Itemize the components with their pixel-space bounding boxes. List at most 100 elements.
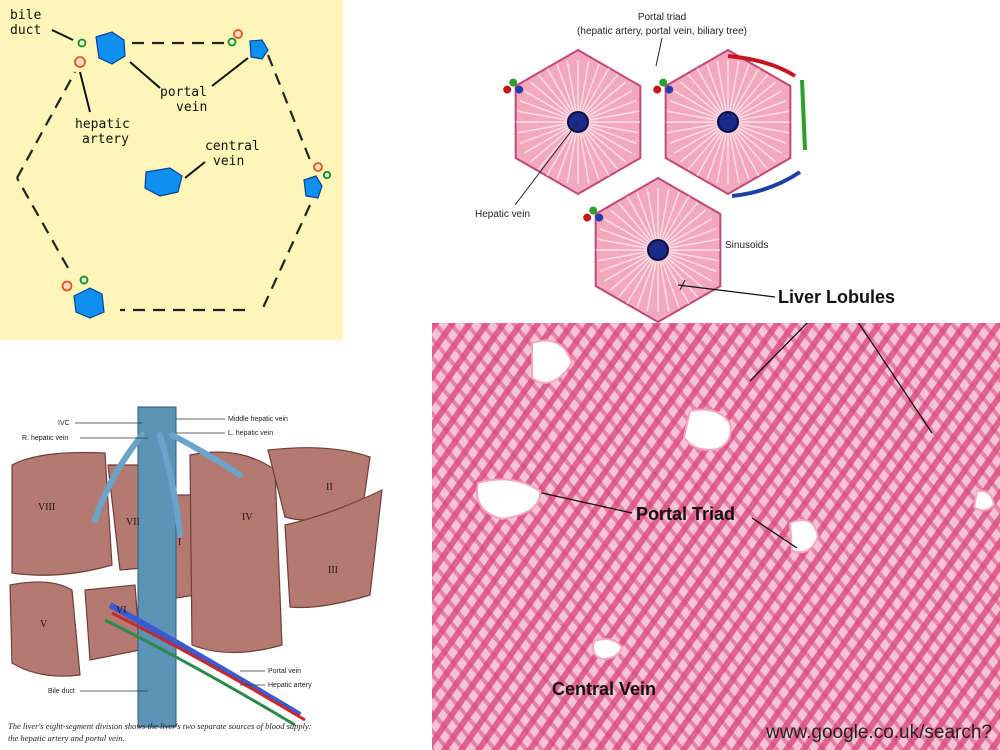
portal-triad-vessel [589, 206, 598, 215]
bile-duct-dot [227, 37, 237, 47]
figure-caption: the hepatic artery and portal vein. [8, 733, 125, 743]
portal-triad-vessel [509, 78, 518, 87]
segment-III [284, 488, 383, 609]
segment-VI-label: VI [116, 605, 127, 616]
portal-vein-blob [95, 31, 126, 65]
r-hepatic-vein-label: R. hepatic vein [22, 435, 68, 442]
portal-triad-pointer [655, 37, 663, 67]
segment-VIII-label: VIII [38, 502, 55, 513]
segment-VIII [11, 451, 113, 576]
portal-triad-arrow [751, 517, 798, 549]
central-vein-lumen [682, 408, 732, 451]
central-vein-label: central [205, 139, 260, 154]
portal-triad-vessel [595, 213, 604, 222]
portal-triad-space [476, 478, 542, 521]
central-vein-label: Central Vein [552, 679, 656, 699]
middle-hepatic-vein-label: Middle hepatic vein [228, 416, 288, 423]
source-url: www.google.co.uk/search? [765, 722, 992, 743]
hepatic-artery-dot [74, 56, 86, 68]
central-vein-lumen [592, 638, 624, 661]
schematic-lobule-diagram: bile duct hepatic artery portal vein cen… [10, 8, 332, 319]
liver-lobules-label: Liver Lobules [778, 287, 895, 307]
hexagonal-lobules-diagram: Portal triad (hepatic artery, portal vei… [475, 12, 807, 324]
middle-hepatic-vein-vessel [157, 432, 183, 538]
hepatic-artery-label: hepatic [75, 117, 130, 132]
central-vein-arrow [184, 161, 206, 179]
portal-triad-vessel [515, 85, 524, 94]
bile-duct-vessel [104, 618, 296, 727]
r-hepatic-vein-vessel [92, 432, 145, 523]
hepatic-artery-arrow [79, 71, 91, 113]
lobule-outline [16, 41, 314, 312]
hepatic-artery-label: Hepatic artery [268, 682, 312, 689]
ivc-label: IVC [58, 420, 70, 427]
portal-triad-vessel [665, 85, 674, 94]
portal-vein-blob [303, 175, 323, 199]
hepatic-artery-dot [233, 29, 243, 39]
hepatic-vein-label: Hepatic vein [475, 209, 530, 220]
portal-triad-label: Portal Triad [636, 504, 735, 524]
hepatic-artery-dot [313, 162, 323, 172]
bile-duct-label: bile [10, 8, 41, 23]
inferior-vena-cava [137, 406, 177, 728]
liver-lobules-arrow [749, 323, 809, 382]
sinusoids-label: Sinusoids [725, 240, 768, 251]
liver-segments-panel: VIII V VII VI I IV II III IVC R. hepatic… [0, 395, 415, 750]
hepatic-artery-dot [61, 280, 73, 292]
segment-IV-label: IV [242, 512, 253, 523]
segment-IV [189, 451, 283, 654]
bile-duct-dot [77, 38, 87, 48]
central-hepatic-vein [647, 239, 669, 261]
histology-micrograph: Portal Triad Central Vein [432, 323, 1000, 750]
bile-duct-label: Bile duct [48, 688, 75, 695]
bile-flow-vessel [800, 79, 807, 151]
portal-flow-vessel [731, 170, 802, 198]
liver-lobules-arrow [857, 323, 933, 434]
portal-triad-space [788, 519, 820, 554]
liver-segments-illustration: VIII V VII VI I IV II III IVC R. hepatic… [8, 406, 383, 743]
portal-vein-label: vein [176, 100, 207, 115]
central-vein-lumen [972, 489, 996, 512]
portal-vein-arrow [211, 57, 249, 87]
portal-triad-vessel [583, 213, 592, 222]
liver-lobules-arrow [677, 284, 776, 298]
segment-V [9, 581, 81, 677]
central-vein-label: vein [213, 154, 244, 169]
artery-flow-vessel [727, 54, 797, 78]
bile-duct-dot [79, 275, 89, 285]
bile-duct-label: duct [10, 23, 41, 38]
portal-triad-vessel [659, 78, 668, 87]
figure-caption: The liver's eight-segment division shows… [8, 721, 312, 731]
portal-triad-vessel [503, 85, 512, 94]
histology-micrograph-panel: Portal Triad Central Vein [432, 323, 1000, 750]
bile-duct-dot [322, 170, 332, 180]
hepatic-vein-pointer [514, 121, 579, 206]
portal-vein-vessel [108, 602, 302, 718]
l-hepatic-vein-vessel [169, 432, 243, 478]
portal-triad-title: Portal triad [638, 12, 686, 23]
segment-I-label: I [178, 537, 181, 548]
portal-triad-arrow [541, 492, 633, 514]
portal-vein-label: Portal vein [268, 668, 301, 675]
segment-V-label: V [40, 619, 48, 630]
hepatic-artery-label: artery [82, 132, 129, 147]
portal-triad-vessel [653, 85, 662, 94]
liver-lobules-annotation: Liver Lobules [677, 280, 895, 307]
portal-triad-space [531, 339, 574, 384]
portal-vein-label: portal [160, 85, 207, 100]
portal-vein-blob [73, 287, 105, 319]
portal-vein-arrow [129, 61, 161, 89]
segment-III-label: III [328, 565, 338, 576]
bile-duct-arrow [51, 29, 74, 41]
l-hepatic-vein-label: L. hepatic vein [228, 430, 273, 437]
hepatic-artery-vessel [111, 611, 306, 722]
segment-II [267, 447, 371, 521]
schematic-lobule-panel: bile duct hepatic artery portal vein cen… [0, 0, 343, 340]
segment-VII-label: VII [126, 517, 140, 528]
central-hepatic-vein [717, 111, 739, 133]
central-vein-blob [144, 167, 183, 197]
portal-vein-blob [249, 39, 269, 60]
hexagonal-lobules-panel: Portal triad (hepatic artery, portal vei… [420, 0, 820, 330]
segment-II-label: II [326, 482, 333, 493]
portal-triad-subtitle: (hepatic artery, portal vein, biliary tr… [577, 26, 747, 37]
